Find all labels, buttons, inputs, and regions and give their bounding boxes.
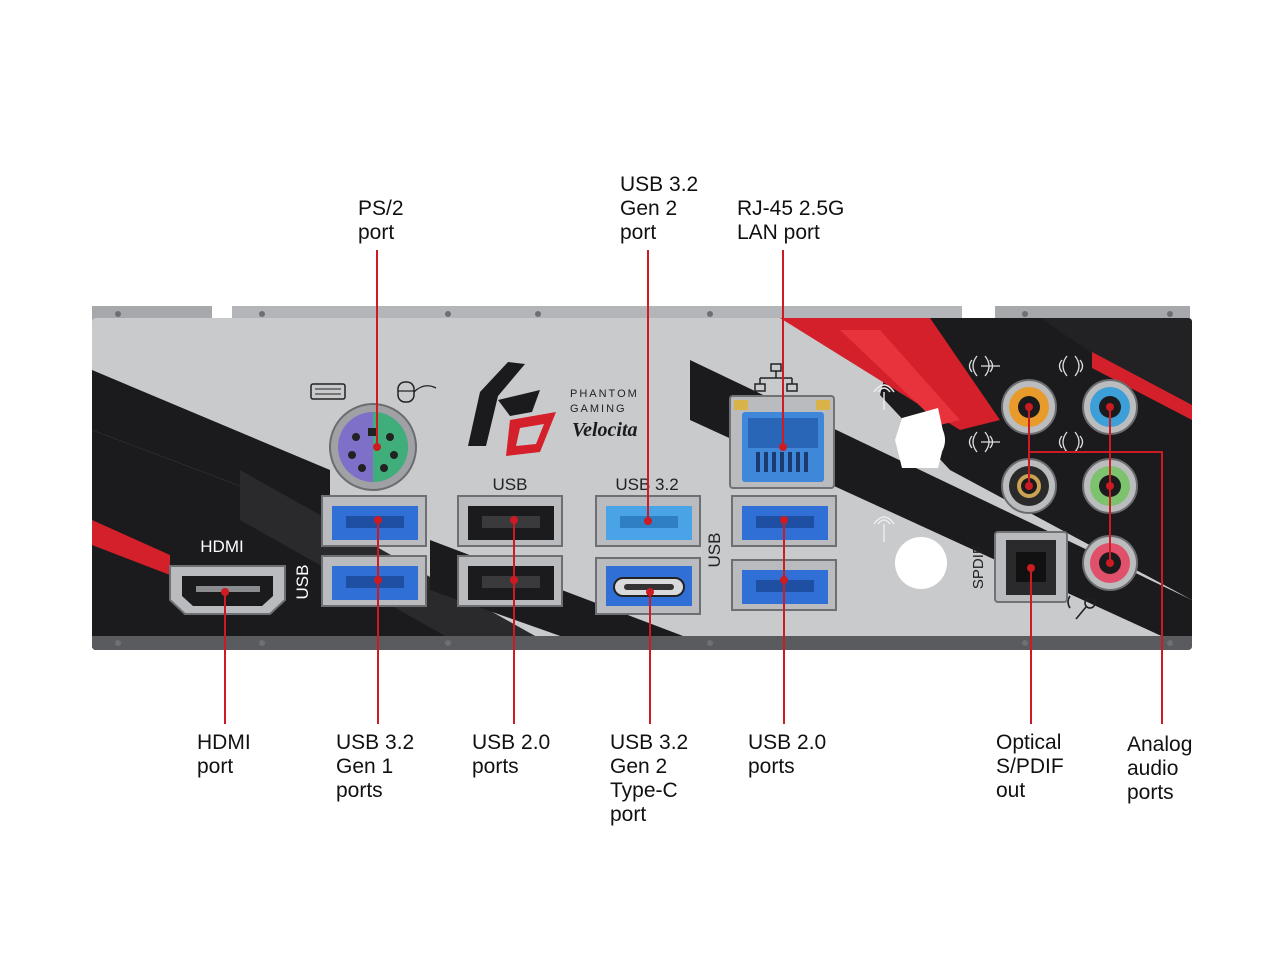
hdmi-panel-label: HDMI — [200, 537, 243, 556]
microphone-icon — [1067, 595, 1096, 620]
screw-holes — [115, 311, 1173, 646]
speaker-out-icon — [1058, 431, 1084, 453]
speaker-out-icon — [968, 431, 1000, 453]
callout-usb20-ports-right: USB 2.0 ports — [748, 731, 827, 778]
speaker-out-icon — [1058, 355, 1084, 377]
logo-line1: PHANTOM — [570, 388, 639, 400]
callout-ps2-port: PS/2 port — [358, 197, 404, 244]
mouse-icon — [397, 381, 437, 403]
speaker-out-icon — [968, 355, 1000, 377]
callout-hdmi-port: HDMI port — [197, 731, 251, 778]
usb-panel-label-top: USB — [493, 475, 528, 494]
spdif-panel-label: SPDIF — [970, 545, 987, 589]
usb-panel-label-right: USB — [705, 533, 724, 568]
usb-typec-port — [595, 557, 701, 615]
logo-line2: GAMING — [570, 403, 627, 415]
usb-panel-label-left: USB — [293, 565, 312, 600]
keyboard-icon — [310, 383, 346, 400]
phantom-gaming-logo — [468, 362, 556, 456]
network-icon — [754, 363, 798, 392]
callout-rj45-lan-port: RJ-45 2.5G LAN port — [737, 197, 845, 244]
antenna-hole-bottom — [895, 537, 947, 589]
usb2-port-top — [457, 495, 563, 547]
logo-script: Velocita — [572, 419, 638, 441]
callout-dots — [221, 403, 1114, 596]
callout-usb32-gen2-port: USB 3.2 Gen 2 port — [620, 173, 699, 244]
wifi-icon — [873, 384, 895, 410]
wifi-icon — [873, 516, 895, 542]
usb2-port-bottom — [457, 555, 563, 607]
callout-optical-spdif-out: Optical S/PDIF out — [996, 731, 1064, 802]
callout-lines — [224, 250, 1163, 724]
callout-analog-audio-ports: Analog audio ports — [1127, 733, 1193, 804]
antenna-hole-top — [895, 408, 945, 468]
callout-usb32-gen2-typec-port: USB 3.2 Gen 2 Type-C port — [610, 731, 689, 826]
usb3-gen1-port-bottom — [321, 555, 427, 607]
callout-usb32-gen1-ports: USB 3.2 Gen 1 ports — [336, 731, 415, 802]
usb3-gen1-port-top — [321, 495, 427, 547]
callout-usb20-ports-left: USB 2.0 ports — [472, 731, 551, 778]
